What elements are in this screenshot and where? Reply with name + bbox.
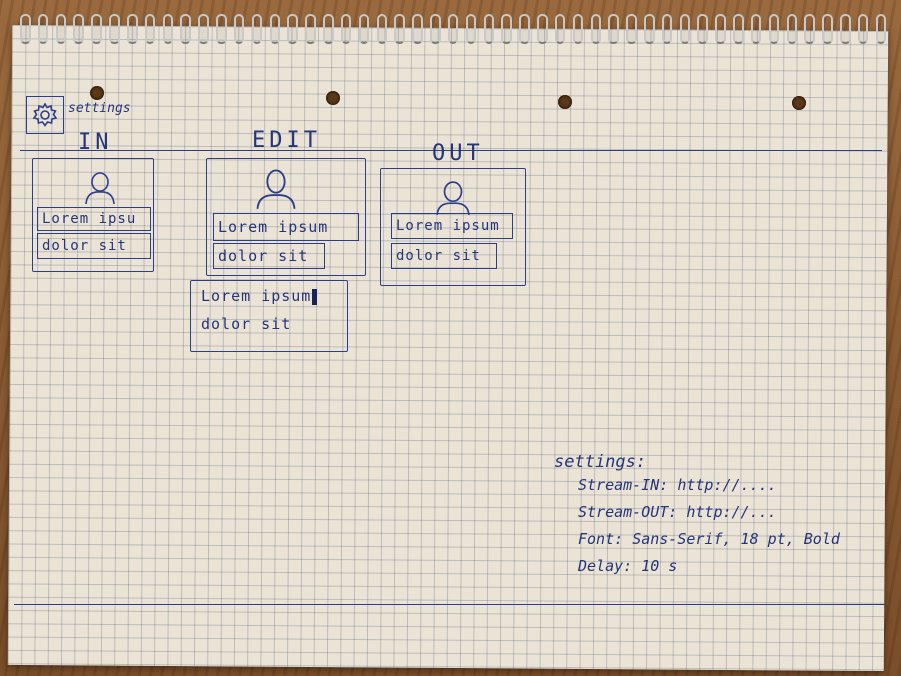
user-avatar-icon [436, 181, 470, 216]
gear-icon [32, 102, 58, 127]
panel-out-line1: Lorem ipsum [391, 213, 513, 239]
panel-in-line2: dolor sit [37, 233, 151, 259]
footer-divider [14, 604, 886, 605]
panel-in-line1: Lorem ipsu [37, 207, 151, 231]
panel-out-line2: dolor sit [391, 243, 497, 269]
editor-line2: dolor sit [201, 315, 292, 333]
punch-hole [326, 91, 340, 105]
editor-line1: Lorem ipsum [201, 287, 312, 305]
panel-label-in: IN [78, 130, 113, 155]
settings-notes: settings: Stream-IN: http://.... Stream-… [554, 452, 840, 580]
settings-value: http://... [686, 503, 777, 521]
settings-row-font: Font: Sans-Serif, 18 pt, Bold [578, 526, 840, 553]
spiral-binding [20, 14, 887, 48]
panel-edit-line2: dolor sit [213, 243, 325, 269]
punch-hole [90, 86, 104, 100]
settings-value: Sans-Serif, 18 pt, Bold [632, 530, 840, 548]
settings-title: settings: [554, 452, 647, 472]
punch-hole [792, 96, 806, 110]
panel-edit-line1: Lorem ipsum [213, 213, 359, 241]
panel-in: Lorem ipsu dolor sit [32, 158, 154, 272]
edit-text-area[interactable]: Lorem ipsum dolor sit [190, 280, 348, 352]
settings-value: 10 s [641, 557, 678, 575]
settings-key: Stream-IN: [578, 476, 669, 494]
text-cursor [312, 288, 318, 305]
settings-row-delay: Delay: 10 s [578, 553, 840, 580]
settings-caption: settings [68, 101, 131, 116]
header-divider [20, 150, 882, 151]
user-avatar-icon [256, 169, 296, 209]
settings-row-stream-out: Stream-OUT: http://... [578, 499, 840, 526]
panel-label-out: OUT [432, 141, 484, 166]
punch-hole [558, 95, 572, 109]
panel-edit: Lorem ipsum dolor sit [206, 158, 366, 276]
settings-key: Delay: [578, 557, 633, 575]
settings-key: Font: [578, 530, 624, 548]
panel-out: Lorem ipsum dolor sit [380, 168, 526, 286]
user-avatar-icon [85, 172, 115, 205]
settings-key: Stream-OUT: [578, 503, 678, 521]
settings-value: http://.... [677, 476, 777, 494]
settings-row-stream-in: Stream-IN: http://.... [578, 472, 840, 499]
settings-button[interactable] [26, 96, 64, 134]
panel-label-edit: EDIT [252, 128, 321, 153]
